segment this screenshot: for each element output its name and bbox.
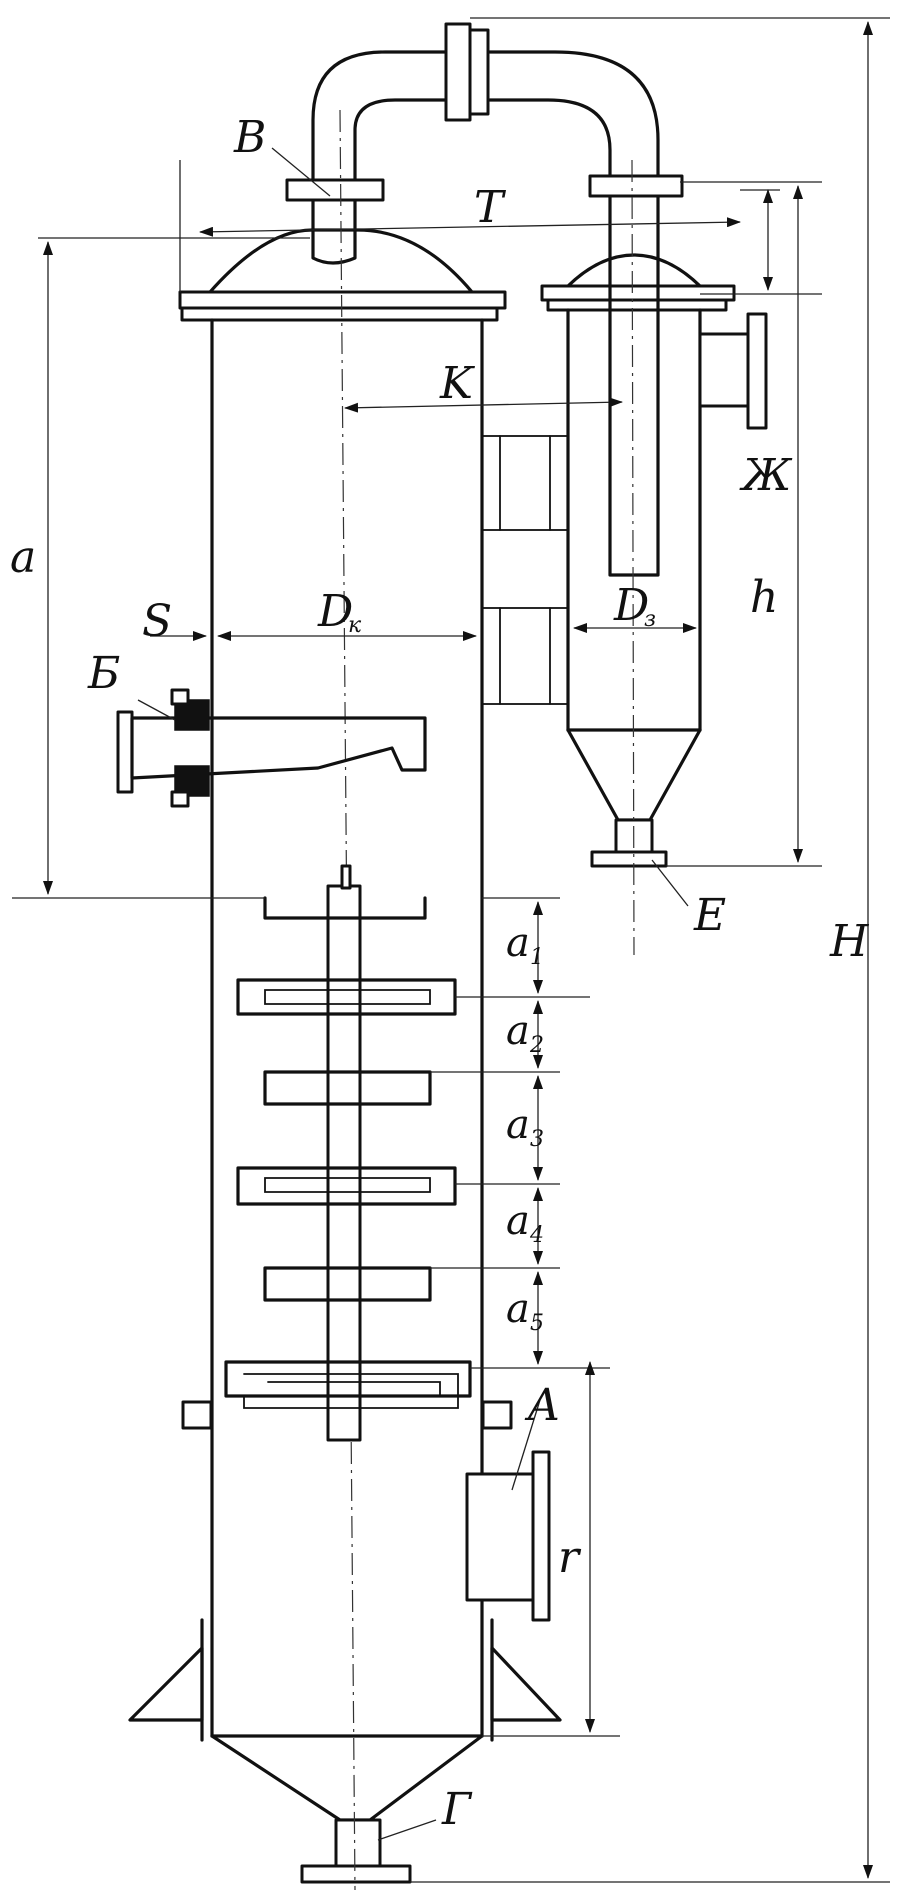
svg-text:4: 4 — [529, 1223, 544, 1248]
label-big-h: H — [829, 916, 870, 967]
inlet-a-flange — [531, 1450, 551, 1622]
svg-text:1: 1 — [530, 945, 544, 970]
trays — [224, 896, 472, 1409]
main-top-flange — [178, 290, 507, 310]
label-a1: a 1 — [506, 920, 544, 970]
label-e: E — [693, 890, 726, 941]
nozzle-zh-flange — [746, 312, 768, 430]
separator-top-flange — [540, 284, 736, 302]
label-zh: Ж — [739, 450, 793, 501]
svg-text:D: D — [317, 586, 353, 637]
support-leg-left — [128, 1646, 204, 1722]
label-s: S — [142, 596, 172, 647]
svg-text:a: a — [506, 1198, 530, 1244]
nozzle-b-flange — [285, 178, 385, 202]
feed-pipe — [116, 688, 427, 808]
outlet-e-flange — [590, 850, 668, 868]
separator-column — [540, 159, 768, 956]
label-a-inlet: A — [524, 1380, 560, 1431]
dimensions — [12, 17, 890, 1883]
connector-rings — [481, 435, 569, 705]
label-t: T — [474, 182, 507, 233]
svg-text:a: a — [506, 1286, 530, 1332]
svg-text:a: a — [506, 920, 530, 966]
label-be: Б — [87, 648, 120, 699]
connecting-pipe — [311, 22, 660, 184]
labels: В T K Ж h a S D к D з Б E H a 1 a 2 a 3 … — [10, 112, 870, 1835]
label-g: Г — [441, 1784, 473, 1835]
svg-text:к: к — [348, 613, 362, 638]
svg-text:з: з — [644, 607, 656, 632]
label-dk: D к — [317, 586, 362, 638]
support-leg-right — [490, 1646, 562, 1722]
svg-text:2: 2 — [529, 1033, 544, 1058]
label-a5: a 5 — [506, 1286, 544, 1336]
svg-text:5: 5 — [530, 1311, 544, 1336]
label-a4: a 4 — [506, 1198, 544, 1248]
label-r: r — [558, 1532, 582, 1583]
label-dz: D з — [613, 580, 656, 632]
label-h: h — [750, 572, 778, 623]
outlet-g-flange — [300, 1864, 412, 1884]
label-a: a — [10, 532, 36, 583]
svg-text:a: a — [506, 1008, 530, 1054]
label-b: В — [233, 112, 266, 163]
label-a2: a 2 — [506, 1008, 544, 1058]
svg-text:3: 3 — [530, 1127, 544, 1152]
label-k: K — [439, 358, 475, 409]
label-a3: a 3 — [506, 1102, 544, 1152]
inlet-a — [465, 1450, 551, 1622]
pipe-flange-top — [444, 22, 472, 122]
svg-text:a: a — [506, 1102, 530, 1148]
central-shaft — [326, 864, 362, 1442]
svg-text:D: D — [613, 580, 649, 631]
